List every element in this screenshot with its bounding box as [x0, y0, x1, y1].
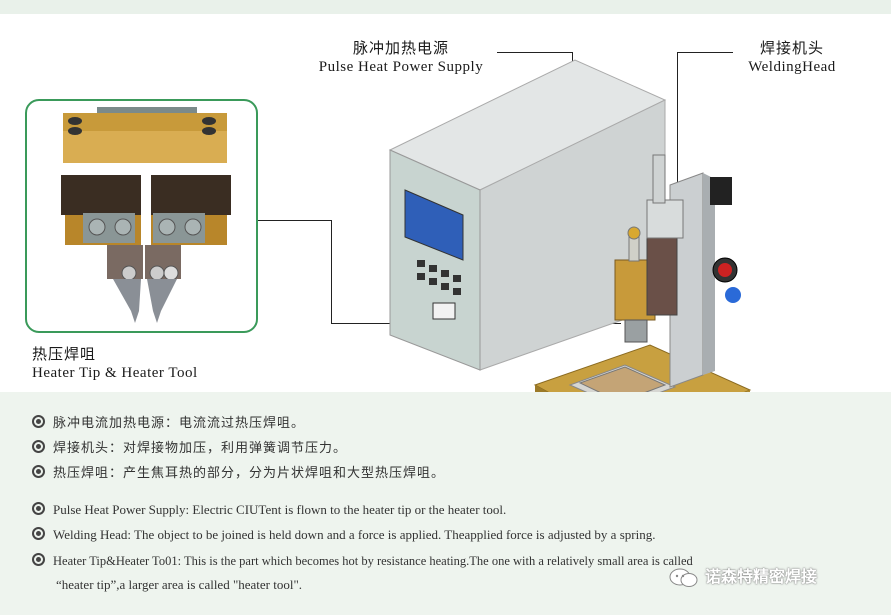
wechat-icon	[669, 568, 698, 587]
heater-tip	[113, 279, 141, 323]
keypad	[417, 260, 461, 295]
note-en-3-continuation: “heater tip”,a larger area is called "he…	[56, 577, 303, 592]
notes-panel	[0, 392, 891, 615]
bullet-icon	[32, 527, 45, 540]
heater-tip-illustration	[61, 107, 231, 323]
welding-head-label-en: WeldingHead	[748, 59, 836, 75]
note-zh-2-text: 焊接机头：对焊接物加压，利用弹簧调节压力。	[53, 441, 348, 456]
heater-tip-inset	[25, 99, 258, 333]
note-en-1: Pulse Heat Power Supply: Electric CIUTen…	[32, 501, 506, 518]
note-zh-1-text: 脉冲电流加热电源：电流流过热压焊咀。	[53, 416, 306, 431]
note-zh-1: 脉冲电流加热电源：电流流过热压焊咀。	[32, 412, 305, 431]
head-leader-h	[677, 52, 733, 53]
welding-head-callout: 焊接机头 WeldingHead	[736, 39, 848, 77]
power-supply-label-zh: 脉冲加热电源	[352, 39, 449, 57]
spring-housing	[652, 154, 666, 204]
bullet-icon	[32, 440, 45, 453]
power-supply-label-en: Pulse Heat Power Supply	[318, 59, 484, 75]
screw	[158, 218, 176, 236]
power-supply-callout: 脉冲加热电源 Pulse Heat Power Supply	[308, 39, 494, 77]
insulator-right	[151, 175, 231, 215]
note-en-2: Welding Head: The object to be joined is…	[32, 526, 655, 543]
bullet-icon	[32, 465, 45, 478]
head-leader-v	[677, 52, 678, 184]
bullet-icon	[32, 415, 45, 428]
bullet-icon	[32, 502, 45, 515]
heater-tip-callout: 热压焊咀 Heater Tip & Heater Tool	[32, 345, 198, 383]
note-en-3-text: Heater Tip&Heater To01: This is the part…	[53, 554, 693, 568]
power-switch	[432, 302, 456, 320]
watermark-text: 诺森特精密焊接	[705, 567, 818, 586]
screw	[184, 218, 202, 236]
heater-tip-label-en: Heater Tip & Heater Tool	[32, 365, 198, 381]
screw	[88, 218, 106, 236]
tip-leader-h1	[258, 220, 331, 221]
note-zh-3-text: 热压焊咀：产生焦耳热的部分，分为片状焊咀和大型热压焊咀。	[53, 466, 446, 481]
insulator-left	[61, 175, 141, 215]
note-zh-3: 热压焊咀：产生焦耳热的部分，分为片状焊咀和大型热压焊咀。	[32, 462, 445, 481]
tip-leader-v	[331, 220, 332, 323]
lcd-screen	[404, 189, 464, 261]
bullet-icon	[32, 553, 45, 566]
note-zh-2: 焊接机头：对焊接物加压，利用弹簧调节压力。	[32, 437, 347, 456]
screw	[114, 218, 132, 236]
air-fitting	[725, 287, 741, 303]
top-band	[0, 0, 891, 14]
note-en-1-text: Pulse Heat Power Supply: Electric CIUTen…	[53, 502, 507, 517]
wechat-watermark: 诺森特精密焊接	[669, 563, 817, 589]
note-en-2-text: Welding Head: The object to be joined is…	[53, 527, 656, 542]
welding-head-label-zh: 焊接机头	[759, 39, 824, 57]
power-leader-h	[497, 52, 573, 53]
heater-tip-label-zh: 热压焊咀	[32, 345, 97, 363]
note-en-3: Heater Tip&Heater To01: This is the part…	[32, 552, 693, 569]
heater-tip-mount	[624, 319, 648, 343]
solenoid-valve	[710, 177, 732, 205]
